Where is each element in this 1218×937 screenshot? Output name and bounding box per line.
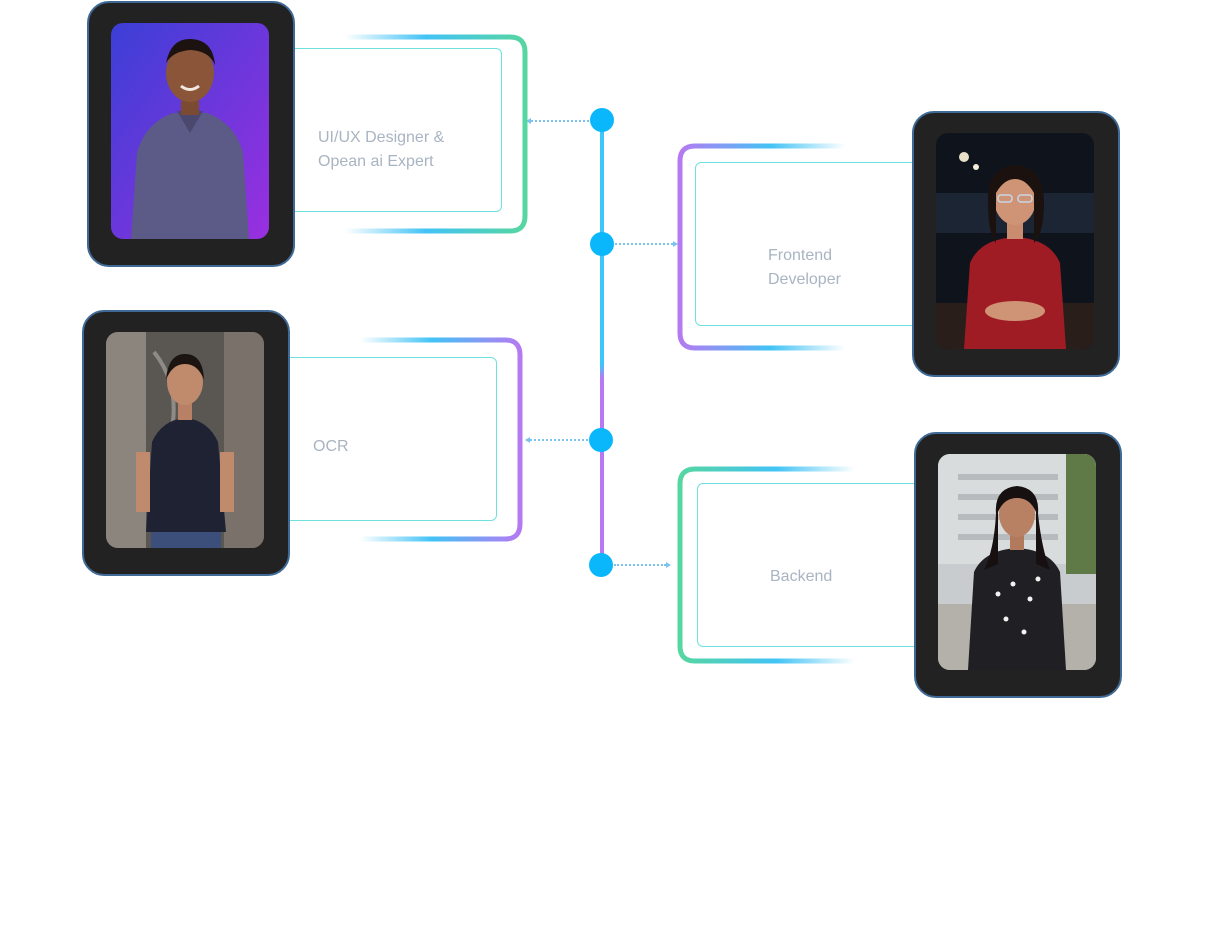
team-member-photo-3 — [106, 332, 264, 548]
photo-card-2 — [912, 111, 1120, 377]
role-label-4: Backend — [770, 568, 833, 585]
frame-2 — [677, 143, 848, 351]
connector-2 — [615, 243, 673, 245]
frame-1 — [342, 34, 528, 234]
arrow-right-icon — [673, 241, 678, 247]
connector-4 — [614, 564, 666, 566]
photo-card-4 — [914, 432, 1122, 698]
team-member-photo-4 — [938, 454, 1096, 670]
info-box-4 — [697, 483, 922, 647]
timeline-node-2[interactable] — [590, 232, 614, 256]
arrow-left-icon — [526, 118, 531, 124]
role-label-3: OCR — [313, 438, 349, 455]
timeline-node-3[interactable] — [589, 428, 613, 452]
connector-3 — [530, 439, 588, 441]
info-box-3 — [281, 357, 497, 521]
frame-3 — [357, 337, 523, 542]
photo-card-3 — [82, 310, 290, 576]
timeline-node-1[interactable] — [590, 108, 614, 132]
role-label-2: Frontend Developer — [768, 247, 841, 288]
timeline-line — [600, 120, 604, 565]
info-box-1 — [286, 48, 502, 212]
photo-card-1 — [87, 1, 295, 267]
frame-4 — [677, 466, 858, 664]
arrow-right-icon — [666, 562, 671, 568]
team-member-photo-2 — [936, 133, 1094, 349]
connector-1 — [531, 120, 589, 122]
timeline-node-4[interactable] — [589, 553, 613, 577]
info-box-2 — [695, 162, 920, 326]
team-member-photo-1 — [111, 23, 269, 239]
role-label-1: UI/UX Designer & Opean ai Expert — [318, 129, 445, 170]
arrow-left-icon — [525, 437, 530, 443]
